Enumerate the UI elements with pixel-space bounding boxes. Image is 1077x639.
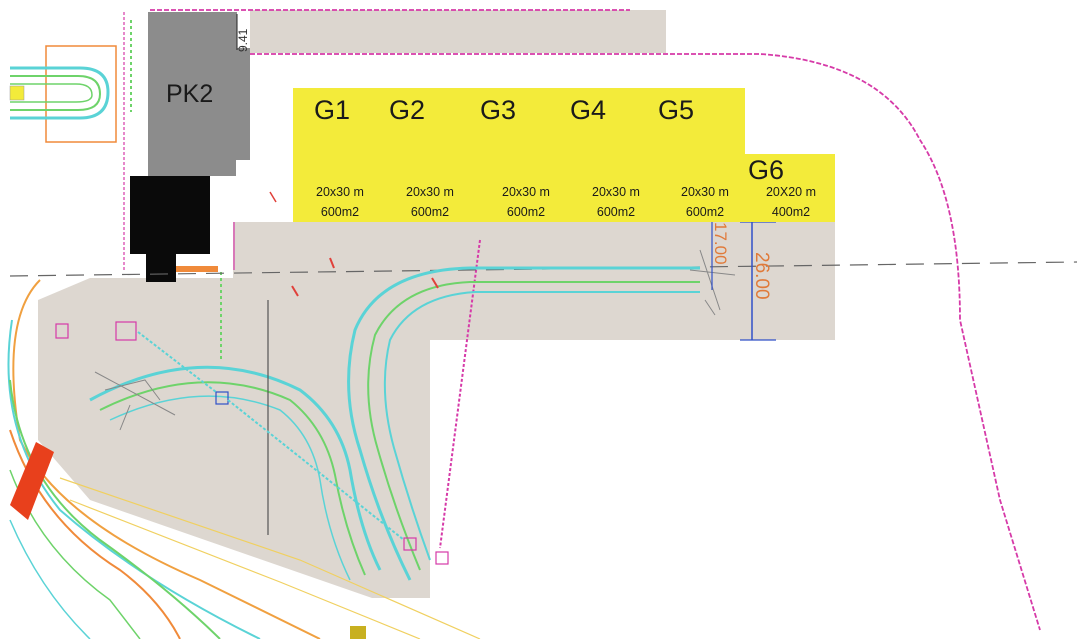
- hangar-name-2: G2: [389, 95, 426, 125]
- hangar-name-6: G6: [748, 155, 785, 185]
- taxi-path-secondary: [89, 365, 382, 571]
- hangar-size-2: 20x30 m: [406, 185, 454, 199]
- top-apron-strip: [250, 10, 666, 53]
- hangar-size-6: 20X20 m: [765, 185, 817, 199]
- hangar-size-5: 20x30 m: [681, 185, 729, 199]
- obstacle-marker: [10, 442, 54, 520]
- site-boundary: [150, 9, 1041, 631]
- hangar-size-1: 20x30 m: [316, 185, 364, 199]
- hangar-size-4: 20x30 m: [592, 185, 640, 199]
- taxi-path-main: [347, 266, 700, 581]
- hangar-area-4: 600m2: [596, 205, 636, 219]
- hangar-area-1: 600m2: [320, 205, 360, 219]
- hangar-size-3: 20x30 m: [502, 185, 550, 199]
- pk2-dimension-label: 9.41: [236, 28, 250, 52]
- hangar-area-5: 600m2: [685, 205, 725, 219]
- hangar-area-3: 600m2: [506, 205, 546, 219]
- holding-area-box: [45, 45, 117, 143]
- hangar-name-1: G1: [314, 95, 351, 125]
- aircraft-outline-left: [94, 371, 176, 431]
- pk2-building: [148, 12, 250, 176]
- hangar-name-4: G4: [570, 95, 607, 125]
- hangar-area-6: 400m2: [771, 205, 811, 219]
- apron-area: [38, 222, 835, 598]
- mini-taxi-loop: [10, 66, 110, 120]
- hangar-block-g1-g5: [293, 88, 745, 222]
- hangar-name-5: G5: [658, 95, 695, 125]
- pk2-label: PK2: [166, 80, 214, 108]
- hangar-name-3: G3: [480, 95, 517, 125]
- dimension-total-depth: 26.00: [751, 252, 772, 300]
- hangar-block-g6: [745, 154, 835, 222]
- hangar-area-2: 600m2: [410, 205, 450, 219]
- dimension-left-depth: 17.00: [711, 222, 730, 265]
- dark-building: [130, 176, 210, 254]
